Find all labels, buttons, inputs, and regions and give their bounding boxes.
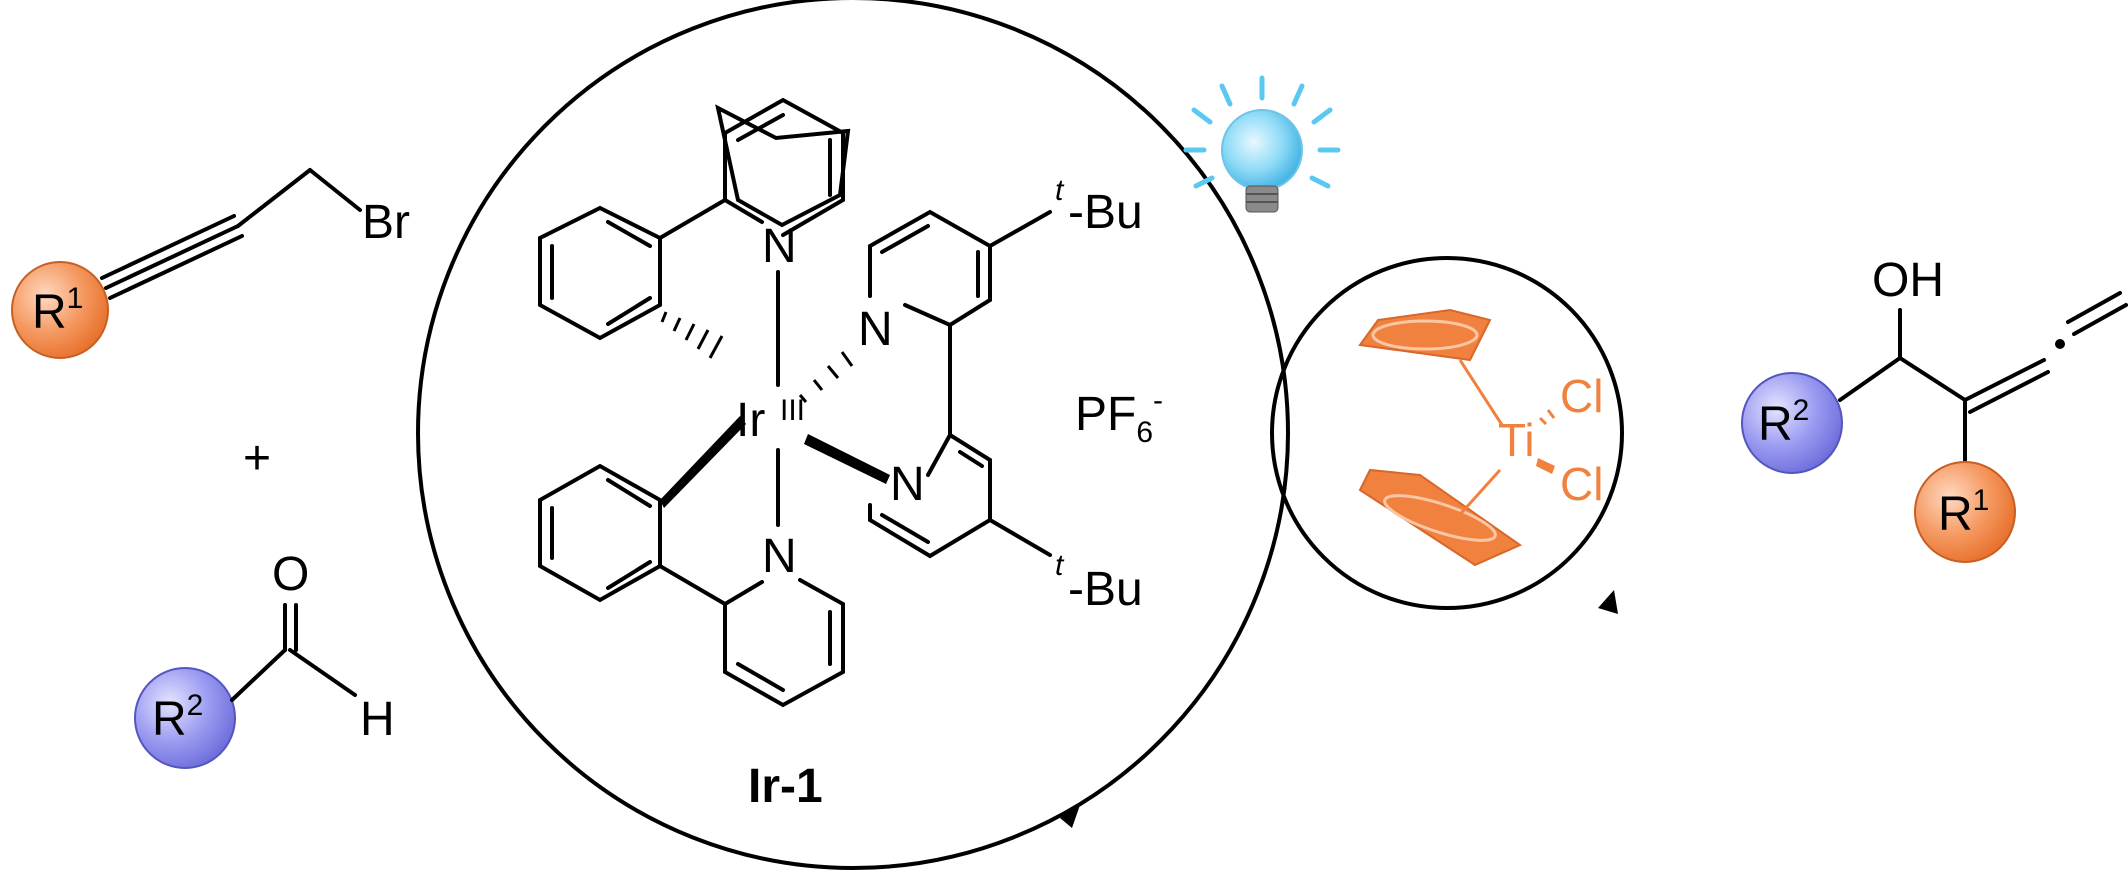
bromine-label: Br bbox=[362, 196, 410, 249]
n-top: N bbox=[762, 220, 797, 273]
titanium-cycle bbox=[1270, 256, 1624, 610]
ir-cycle-arrowhead bbox=[1060, 805, 1080, 828]
iridium-complex: Ir III N N bbox=[538, 97, 1163, 813]
iridium-cycle bbox=[416, 0, 1290, 870]
n-bottom: N bbox=[762, 530, 797, 583]
r1-label: R1 bbox=[32, 282, 83, 339]
wedge-bond-left bbox=[660, 416, 746, 508]
hashed-bond-right bbox=[798, 351, 854, 403]
wedge-bond-right bbox=[804, 434, 890, 484]
hydroxyl-label: OH bbox=[1872, 254, 1944, 307]
titanium-label: Ti bbox=[1498, 414, 1535, 466]
product-r1-label: R1 bbox=[1938, 484, 1989, 541]
n-bpy-bottom: N bbox=[890, 458, 925, 511]
tbu-prefix-top: t bbox=[1055, 174, 1065, 207]
aldehyde: R2 O H bbox=[134, 548, 395, 769]
tbu-suffix-bottom: -Bu bbox=[1068, 563, 1143, 616]
ti-cycle-arrowhead bbox=[1598, 590, 1618, 614]
titanocene-dichloride: Ti Cl Cl bbox=[1358, 308, 1603, 567]
oxidation-state-label: III bbox=[780, 394, 805, 427]
plus-sign: + bbox=[243, 432, 271, 485]
r2-sphere bbox=[134, 667, 236, 769]
hashed-bond-top bbox=[660, 311, 724, 359]
hydrogen-label: H bbox=[360, 693, 395, 746]
light-bulb-icon bbox=[1183, 75, 1341, 213]
propargyl-bromide: R1 Br bbox=[11, 168, 410, 359]
chloride-top: Cl bbox=[1560, 370, 1603, 422]
oxygen-label: O bbox=[272, 548, 309, 601]
r2-label: R2 bbox=[152, 689, 203, 746]
chloride-bottom: Cl bbox=[1560, 458, 1603, 510]
tbu-prefix-bottom: t bbox=[1055, 549, 1065, 582]
product-r2-sphere bbox=[1741, 372, 1843, 474]
r1-sphere bbox=[11, 261, 109, 359]
n-bpy-top: N bbox=[858, 303, 893, 356]
homopropargyl-allenol-product: R2 OH R1 bbox=[1741, 254, 2128, 563]
product-r1-sphere bbox=[1914, 461, 2016, 563]
counterion: PF6- bbox=[1075, 384, 1163, 449]
product-r2-label: R2 bbox=[1758, 394, 1809, 451]
catalyst-name: Ir-1 bbox=[748, 760, 823, 813]
tbu-suffix-top: -Bu bbox=[1068, 186, 1143, 239]
